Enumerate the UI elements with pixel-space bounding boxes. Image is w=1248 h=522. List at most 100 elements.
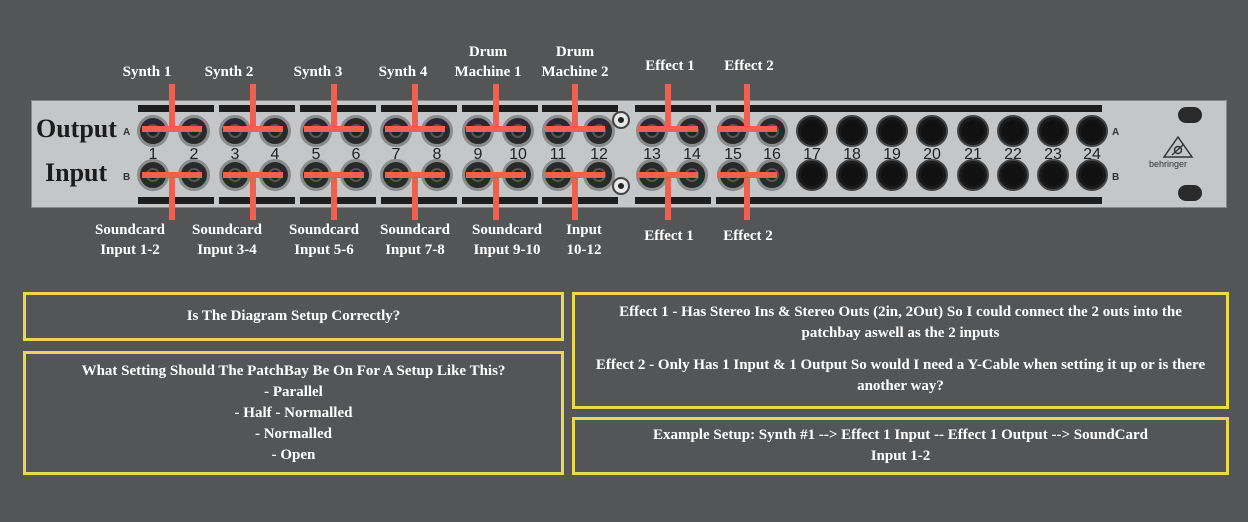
jack-a-23[interactable] [1037, 115, 1069, 147]
rack-ear-hole-bottom [1178, 185, 1202, 201]
patch-line-top-horizontal [223, 126, 283, 132]
jack-a-21[interactable] [957, 115, 989, 147]
bottom-label-soundcard-5-6: Soundcard Input 5-6 [288, 222, 360, 258]
channel-number: 13 [643, 146, 661, 163]
question-box-diagram: Is The Diagram Setup Correctly? [23, 292, 564, 341]
bottom-label-effect-1: Effect 1 [644, 228, 694, 244]
channel-number: 9 [473, 146, 483, 163]
patch-line-top-horizontal [142, 126, 202, 132]
option-half-normalled: - Half - Normalled [234, 405, 353, 421]
jack-b-24[interactable] [1076, 159, 1108, 191]
label-strip-top-6 [542, 105, 618, 112]
bottom-label-soundcard-7-8: Soundcard Input 7-8 [379, 222, 451, 258]
label-strip-bottom-7 [635, 197, 711, 204]
row-a-marker-left: A [123, 127, 131, 138]
label-strip-bottom-8 [716, 197, 1102, 204]
effects-notes-box: Effect 1 - Has Stereo Ins & Stereo Outs … [572, 292, 1229, 409]
jack-a-18[interactable] [836, 115, 868, 147]
patch-line-top-horizontal [466, 126, 526, 132]
option-open: - Open [271, 447, 316, 463]
patch-line-bottom-vertical [331, 172, 337, 220]
top-label-synth-2: Synth 2 [204, 64, 254, 80]
label-strip-bottom-3 [300, 197, 376, 204]
jack-b-21[interactable] [957, 159, 989, 191]
channel-number: 8 [432, 146, 442, 163]
question-box-patchbay-setting: What Setting Should The PatchBay Be On F… [23, 351, 564, 475]
bottom-label-soundcard-3-4: Soundcard Input 3-4 [191, 222, 263, 258]
jack-a-24[interactable] [1076, 115, 1108, 147]
behringer-logo-icon [1158, 135, 1198, 159]
patch-line-bottom-vertical [572, 172, 578, 220]
patch-line-top-vertical [572, 84, 578, 131]
top-label-effect-2: Effect 2 [724, 58, 774, 74]
row-b-marker-left: B [123, 172, 131, 183]
jack-b-22[interactable] [997, 159, 1029, 191]
channel-number: 14 [683, 146, 701, 163]
bottom-label-input-10-12: Input 10-12 [566, 222, 602, 258]
patch-line-top-horizontal [717, 126, 777, 132]
patch-line-bottom-vertical [250, 172, 256, 220]
channel-number: 18 [843, 146, 861, 163]
bottom-label-soundcard-1-2: Soundcard Input 1-2 [94, 222, 166, 258]
bottom-label-effect-2: Effect 2 [723, 228, 773, 244]
label-strip-top-4 [381, 105, 457, 112]
label-strip-top-7 [635, 105, 711, 112]
label-strip-top-3 [300, 105, 376, 112]
patch-line-top-horizontal [545, 126, 605, 132]
label-strip-top-2 [219, 105, 295, 112]
rack-ear-hole-top [1178, 107, 1202, 123]
channel-number: 21 [964, 146, 982, 163]
channel-number: 10 [509, 146, 527, 163]
patch-line-top-horizontal [385, 126, 445, 132]
patch-line-top-vertical [493, 84, 499, 131]
channel-number: 5 [311, 146, 321, 163]
jack-b-20[interactable] [916, 159, 948, 191]
jack-b-23[interactable] [1037, 159, 1069, 191]
patch-line-top-vertical [744, 84, 750, 131]
top-label-effect-1: Effect 1 [645, 58, 695, 74]
patch-line-bottom-vertical [665, 172, 671, 220]
jack-b-18[interactable] [836, 159, 868, 191]
channel-number: 2 [189, 146, 199, 163]
patch-line-top-horizontal [304, 126, 364, 132]
jack-b-19[interactable] [876, 159, 908, 191]
input-row-label: Input [45, 158, 108, 187]
question-diagram-text: Is The Diagram Setup Correctly? [186, 308, 401, 324]
patch-line-bottom-vertical [412, 172, 418, 220]
row-b-marker-right: B [1112, 172, 1120, 183]
channel-number: 4 [270, 146, 280, 163]
channel-number: 23 [1044, 146, 1062, 163]
label-strip-bottom-4 [381, 197, 457, 204]
jack-a-20[interactable] [916, 115, 948, 147]
patch-line-bottom-vertical [493, 172, 499, 220]
patch-line-top-vertical [665, 84, 671, 131]
effect-1-note: Effect 1 - Has Stereo Ins & Stereo Outs … [619, 304, 1182, 341]
patch-line-top-horizontal [638, 126, 698, 132]
jack-b-17[interactable] [796, 159, 828, 191]
example-setup-box: Example Setup: Synth #1 --> Effect 1 Inp… [572, 417, 1229, 475]
top-label-synth-1: Synth 1 [122, 64, 172, 80]
option-parallel: - Parallel [264, 384, 323, 400]
channel-number: 17 [803, 146, 821, 163]
label-strip-bottom-5 [462, 197, 538, 204]
output-row-label: Output [36, 114, 117, 143]
label-strip-top-8 [716, 105, 1102, 112]
channel-number: 19 [883, 146, 901, 163]
top-label-drum-machine-2: Drum Machine 2 [541, 44, 609, 80]
example-setup-text: Example Setup: Synth #1 --> Effect 1 Inp… [652, 427, 1149, 464]
jack-a-22[interactable] [997, 115, 1029, 147]
channel-number: 16 [763, 146, 781, 163]
jack-a-19[interactable] [876, 115, 908, 147]
bottom-label-soundcard-9-10: Soundcard Input 9-10 [471, 222, 543, 258]
jack-a-17[interactable] [796, 115, 828, 147]
screw-center-top [612, 111, 630, 129]
channel-number: 20 [923, 146, 941, 163]
top-label-synth-3: Synth 3 [293, 64, 343, 80]
label-strip-bottom-1 [138, 197, 214, 204]
patch-line-top-vertical [412, 84, 418, 131]
patch-line-top-vertical [169, 84, 175, 131]
channel-number: 3 [230, 146, 240, 163]
patch-line-top-vertical [331, 84, 337, 131]
patch-line-bottom-vertical [744, 172, 750, 220]
